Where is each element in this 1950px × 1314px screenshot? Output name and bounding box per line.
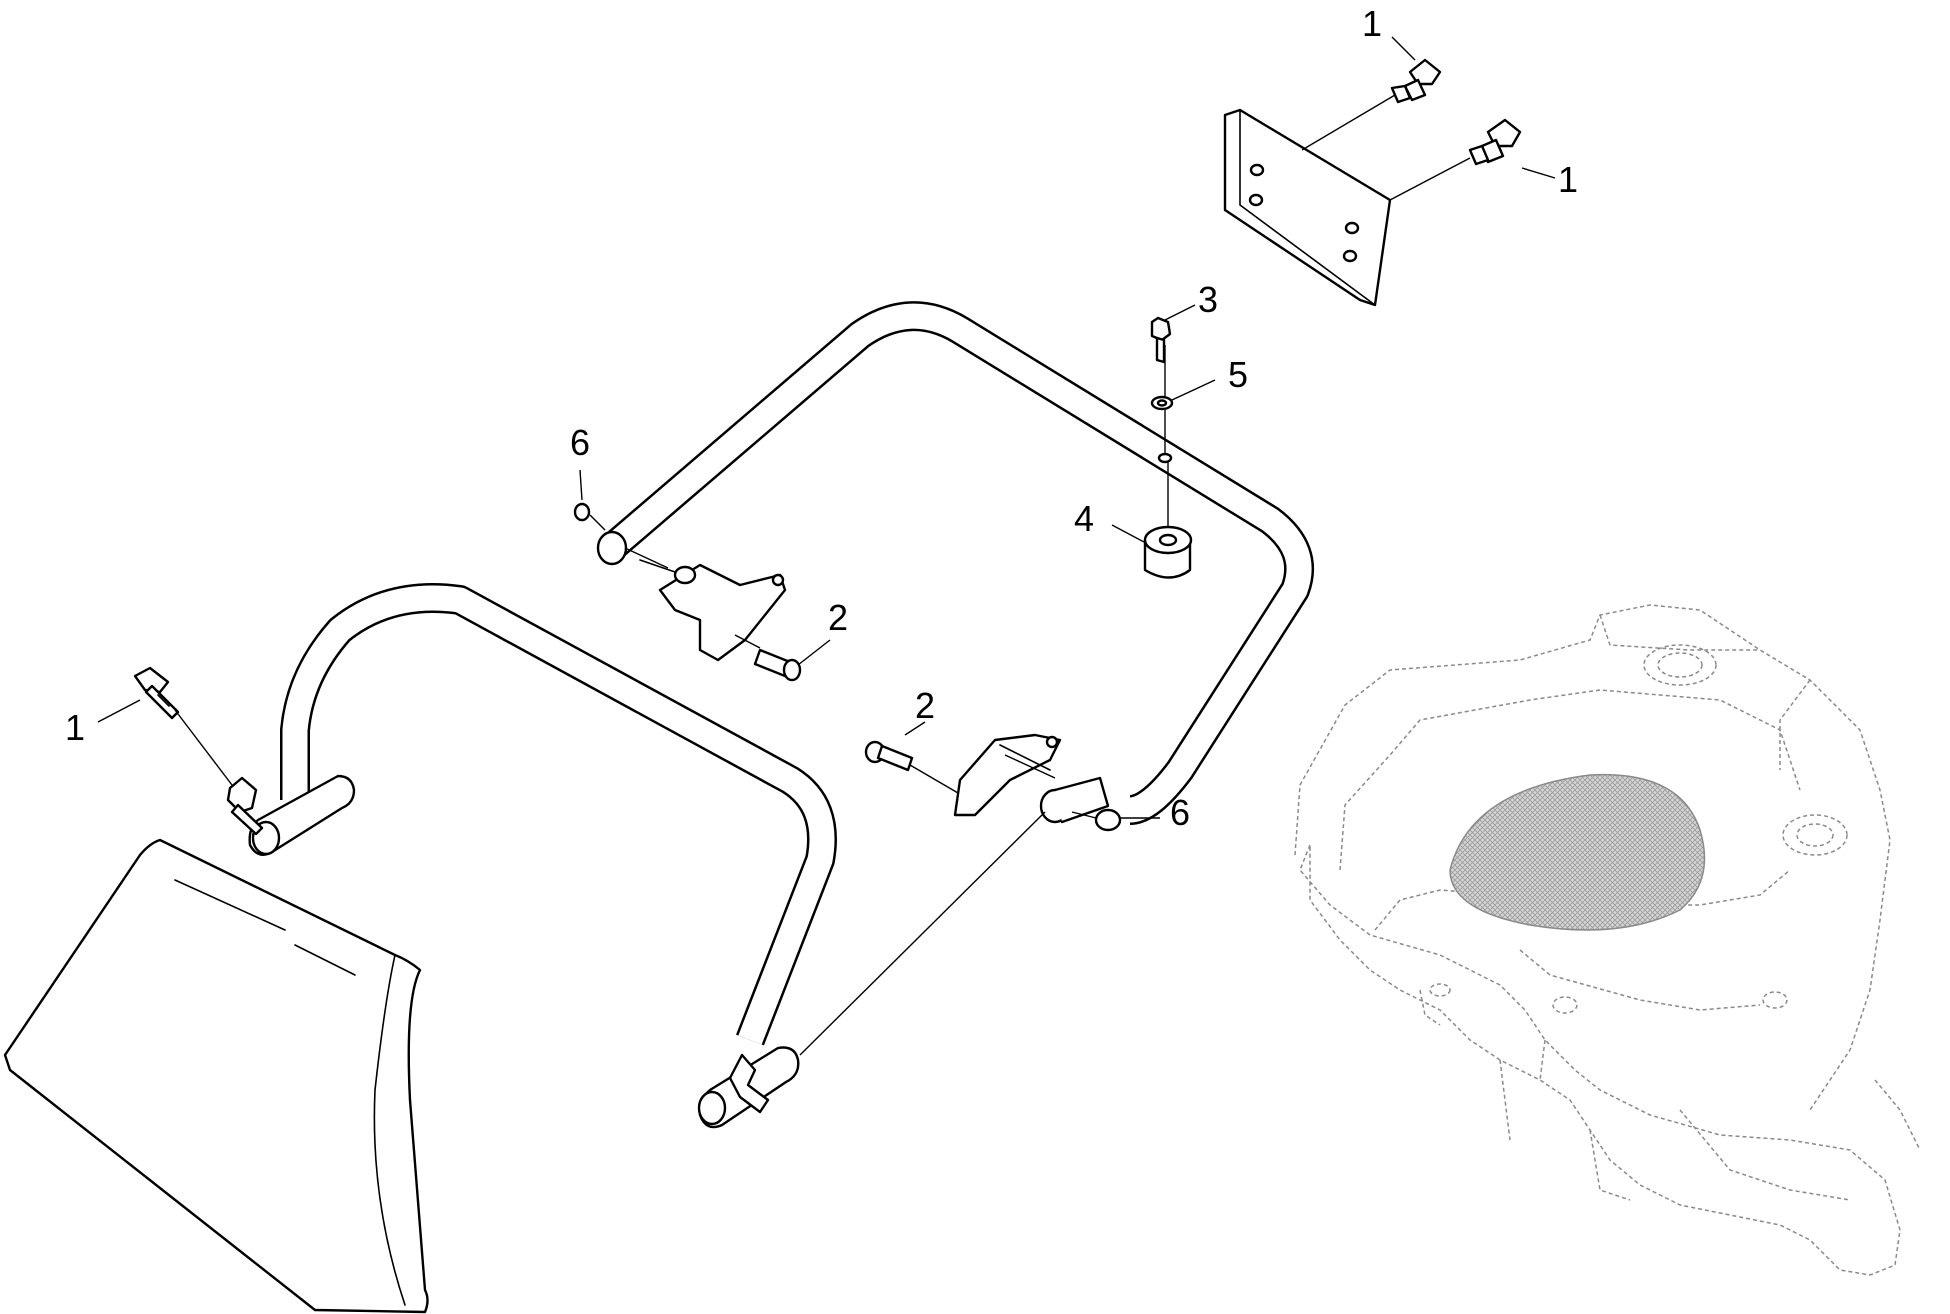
callout-4: 4 [1074,498,1094,539]
callout-leaders [97,36,1556,819]
rubber-bumper-4 [1143,525,1193,579]
knob-top-lower [1468,118,1522,166]
callout-labels: 1 1 1 3 5 6 4 2 2 6 [65,3,1578,833]
bracket-left [639,559,787,662]
callout-2-left: 2 [828,597,848,638]
washer-5 [1150,395,1174,411]
screw-2-left [753,648,802,682]
callout-2-right: 2 [915,685,935,726]
knob-lower-left [133,666,180,720]
callout-1-top: 1 [1362,3,1382,44]
callout-6-right: 6 [1170,792,1190,833]
grass-collector-bag [3,838,429,1314]
callout-1-left: 1 [65,707,85,748]
lower-handle-tube [248,583,837,1129]
cap-plug-6-left [573,502,591,522]
cap-plug-6-right [1094,808,1122,832]
upper-handle-tube [596,301,1315,825]
callout-1-top-right: 1 [1558,159,1578,200]
callout-3: 3 [1198,279,1218,320]
callout-6-left: 6 [570,422,590,463]
mower-deck-outline [1294,604,1921,1276]
screw-2-right [864,740,914,772]
bolt-3 [1150,316,1172,364]
knob-lower-tube [226,776,264,836]
assembly-lines [174,94,1471,1056]
callout-5: 5 [1228,354,1248,395]
bracket-right [953,733,1062,817]
mounting-plate [1223,108,1392,307]
knob-top-upper [1390,58,1442,104]
mesh-opening [1449,773,1706,931]
